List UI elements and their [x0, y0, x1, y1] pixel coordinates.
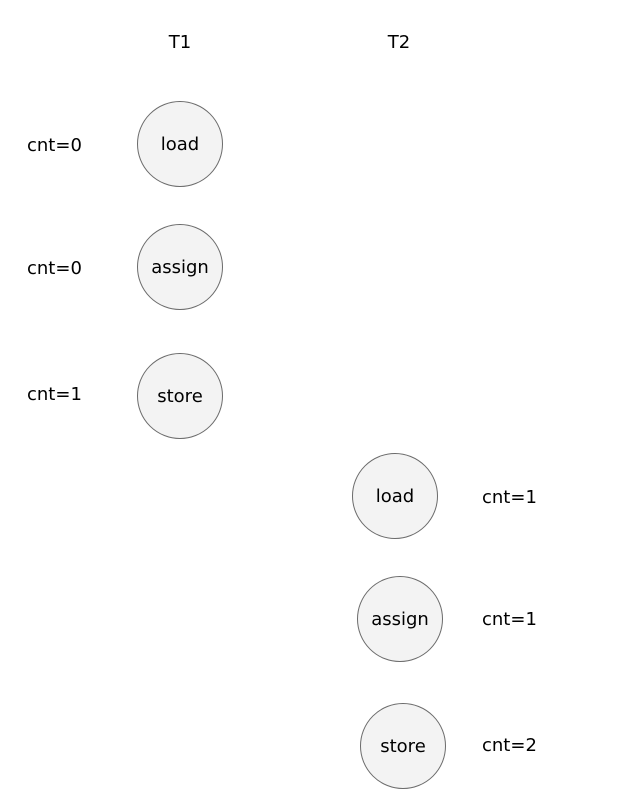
t2-store-node: store	[360, 703, 446, 789]
t2-assign-cnt-label: cnt=1	[482, 609, 537, 630]
thread-t1-header: T1	[168, 32, 192, 53]
thread-t2-header: T2	[387, 32, 411, 53]
t1-assign-cnt-label: cnt=0	[27, 258, 82, 279]
t1-load-cnt-label: cnt=0	[27, 135, 82, 156]
t2-load-cnt-label: cnt=1	[482, 487, 537, 508]
t1-store-node: store	[137, 353, 223, 439]
t1-store-node-label: store	[157, 385, 203, 407]
t1-assign-node: assign	[137, 224, 223, 310]
t1-store-cnt-label: cnt=1	[27, 384, 82, 405]
t1-load-node: load	[137, 101, 223, 187]
t1-assign-node-label: assign	[151, 256, 209, 278]
t2-assign-node: assign	[357, 576, 443, 662]
t2-store-node-label: store	[380, 735, 426, 757]
t2-assign-node-label: assign	[371, 608, 429, 630]
t2-load-node: load	[352, 453, 438, 539]
t1-load-node-label: load	[160, 133, 200, 155]
t2-load-node-label: load	[375, 485, 415, 507]
t2-store-cnt-label: cnt=2	[482, 735, 537, 756]
